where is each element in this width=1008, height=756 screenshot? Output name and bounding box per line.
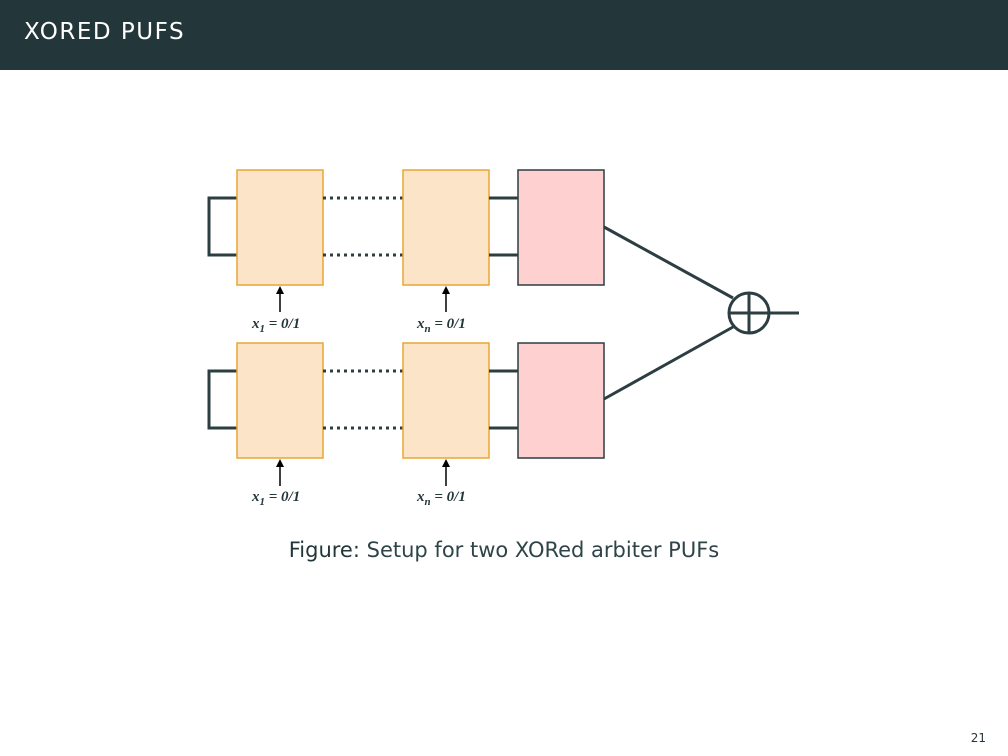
arbiter2-to-xor-wire [603,325,734,401]
row1-switch-first [236,169,324,286]
row2-input-loop [207,369,237,430]
row2-switch-first [236,342,324,459]
title-bar: XORED PUFS [0,0,1008,70]
row2-arbiter [517,342,605,459]
row2-arrowhead-first [276,459,284,467]
caption-text: Setup for two XORed arbiter PUFs [366,538,720,562]
row2-arrowhead-last [442,459,450,467]
row1-arbiter [517,169,605,286]
figure-caption: Figure: Setup for two XORed arbiter PUFs [0,538,1008,562]
arbiter1-to-xor-wire [603,225,734,300]
row2-switch-last [402,342,490,459]
caption-lead: Figure: [288,538,360,562]
row1-switch-last [402,169,490,286]
slide-title: XORED PUFS [24,19,186,45]
row1-label-first: x1 = 0/1 [251,316,300,335]
row2-label-last: xn = 0/1 [416,489,466,508]
row1-label-last: xn = 0/1 [416,316,466,335]
row2-label-first: x1 = 0/1 [251,489,300,508]
row1-input-loop [207,196,237,257]
row1-arrowhead-last [442,286,450,294]
xor-gate-icon [727,291,771,335]
page-number: 21 [970,731,986,745]
row1-arrowhead-first [276,286,284,294]
